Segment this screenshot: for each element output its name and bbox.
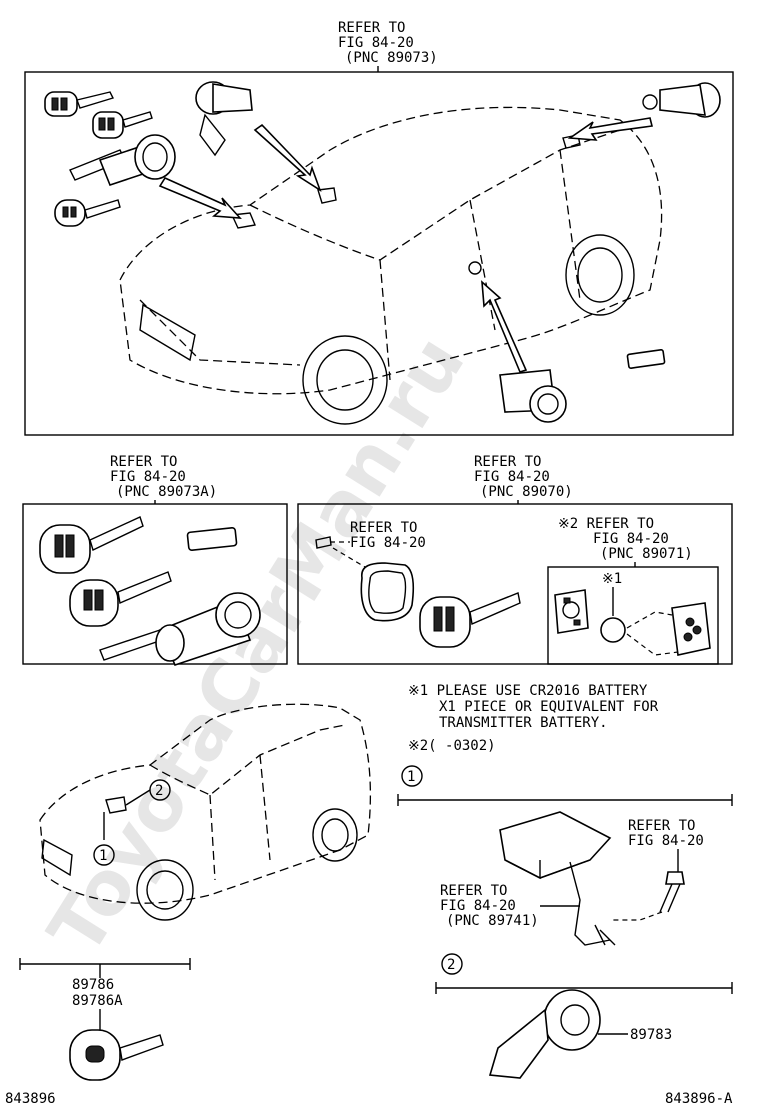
top-refer-label: REFER TO FIG 84-20 (PNC 89073) (338, 20, 438, 66)
ecu-refer-left-line-2: FIG 84-20 (440, 898, 516, 914)
top-refer-line-3: (PNC 89073) (345, 50, 438, 66)
inner-refer-label: REFER TO FIG 84-20 (350, 520, 426, 551)
note2-refer-line-1: ※2 REFER TO (558, 516, 654, 532)
section-2-header: 2 (435, 953, 733, 994)
ecu-bolt (659, 871, 685, 913)
mid-refer-line-1: REFER TO (474, 454, 541, 470)
key-part-89786: 89786 (72, 977, 114, 993)
coin-battery (600, 617, 626, 643)
callout-1-label: 1 (99, 848, 107, 864)
watermark: ToyotaCarMan.ru (32, 322, 481, 970)
key-top-2 (92, 111, 153, 139)
battery-notes: ※1 PLEASE USE CR2016 BATTERY X1 PIECE OR… (408, 683, 659, 754)
transmitter-board-right (671, 602, 711, 656)
mid-frame (297, 503, 733, 665)
left-card-key (186, 527, 238, 551)
ecu-refer-right-label: REFER TO FIG 84-20 (628, 818, 704, 849)
transmitter-case (360, 562, 415, 622)
section-1-label: 1 (407, 769, 415, 785)
note-line-1: ※1 PLEASE USE CR2016 BATTERY (408, 683, 648, 699)
top-refer-line-2: FIG 84-20 (338, 35, 414, 51)
note-line-3: TRANSMITTER BATTERY. (439, 715, 608, 731)
car-lower-illustration (39, 703, 372, 921)
key-part-bracket (19, 958, 191, 978)
ecu-refer-left-label: REFER TO FIG 84-20 (PNC 89741) (440, 883, 539, 929)
ecu-refer-right-line-1: REFER TO (628, 818, 695, 834)
key-part-89786A: 89786A (72, 993, 123, 1009)
transponder-key-amplifier (488, 989, 601, 1079)
mid-refer-line-3: (PNC 89070) (480, 484, 573, 500)
card-key-top (626, 349, 666, 369)
ignition-cylinder-top (69, 134, 176, 186)
key-top-1 (44, 91, 114, 117)
immobilizer-ecu (499, 811, 616, 946)
left-ignition-cylinder (99, 592, 261, 666)
left-refer-label: REFER TO FIG 84-20 (PNC 89073A) (110, 454, 217, 500)
note2-refer-label: ※2 REFER TO FIG 84-20 (PNC 89071) (558, 516, 693, 562)
battery-detail-frame (547, 566, 719, 665)
left-key-2 (69, 571, 172, 627)
inner-refer-line-2: FIG 84-20 (350, 535, 426, 551)
pointer-arrows-top (158, 117, 653, 373)
callout-2-label: 2 (155, 783, 163, 799)
note2-refer-line-2: FIG 84-20 (593, 531, 669, 547)
ecu-refer-left-line-1: REFER TO (440, 883, 507, 899)
battery-mark: ※1 (602, 571, 622, 587)
callout-1-lower-car: 1 (93, 844, 115, 866)
note2-refer-line-3: (PNC 89071) (600, 546, 693, 562)
mid-refer-label: REFER TO FIG 84-20 (PNC 89070) (474, 454, 573, 500)
footer-left-code: 843896 (5, 1091, 56, 1107)
mid-key (419, 592, 521, 648)
callout-2-lower-car: 2 (149, 779, 171, 801)
left-key-1 (39, 516, 144, 574)
ecu-bolt-line (612, 911, 663, 921)
transmitter-screw (315, 536, 371, 571)
section-2-label: 2 (447, 957, 455, 973)
section-1-header: 1 (397, 765, 733, 806)
hood-lock-cylinder (195, 81, 253, 157)
ecu-refer-right-line-2: FIG 84-20 (628, 833, 704, 849)
key-part-numbers: 89786 89786A (72, 977, 123, 1009)
left-frame (22, 503, 288, 665)
footer-right-code: 843896-A (665, 1091, 733, 1107)
door-lock-cylinder (499, 369, 567, 423)
note-line-2: X1 PIECE OR EQUIVALENT FOR (439, 699, 659, 715)
left-refer-line-3: (PNC 89073A) (116, 484, 217, 500)
inner-refer-line-1: REFER TO (350, 520, 417, 536)
key-top-3 (54, 199, 121, 227)
transmitter-board-left (554, 589, 589, 634)
mid-refer-line-2: FIG 84-20 (474, 469, 550, 485)
sensor-part-number: 89783 (630, 1027, 672, 1043)
battery-assembly-lines (626, 611, 679, 656)
top-refer-line-1: REFER TO (338, 20, 405, 36)
master-key (69, 1029, 164, 1081)
rear-hatch-cylinder (642, 82, 721, 118)
note-line-4: ※2( -0302) (408, 738, 496, 754)
top-frame (24, 71, 734, 436)
car-top-illustration (119, 106, 663, 425)
ecu-refer-left-line-3: (PNC 89741) (446, 913, 539, 929)
left-refer-line-1: REFER TO (110, 454, 177, 470)
left-refer-line-2: FIG 84-20 (110, 469, 186, 485)
